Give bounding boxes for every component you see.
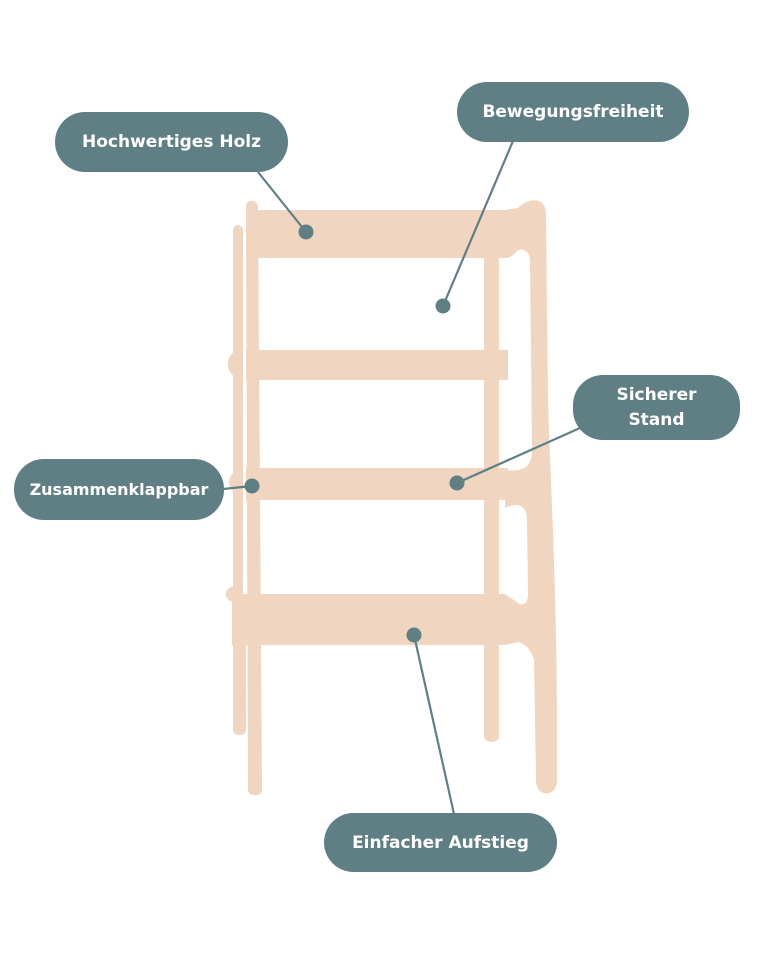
connector-lines — [222, 140, 581, 815]
callout-sicherer-stand: Sicherer Stand — [573, 375, 740, 440]
connector-bewegungsfreiheit — [441, 140, 515, 307]
dot-hochwertiges-holz — [298, 224, 314, 240]
bottom-left-leg — [236, 640, 246, 735]
connector-dots — [244, 224, 465, 643]
step-platform — [232, 594, 528, 645]
left-side-bumps — [225, 350, 237, 604]
callout-einfacher-aufstieg: Einfacher Aufstieg — [324, 813, 557, 872]
connector-sicherer-stand — [456, 426, 581, 485]
learning-tower-illustration — [225, 200, 558, 796]
top-rail — [246, 209, 534, 258]
connector-einfacher-aufstieg — [412, 634, 456, 815]
callout-zusammenklappbar: Zusammenklappbar — [14, 459, 224, 520]
callout-hochwertiges-holz: Hochwertiges Holz — [55, 112, 288, 172]
dot-einfacher-aufstieg — [406, 627, 422, 643]
callout-bewegungsfreiheit: Bewegungsfreiheit — [457, 82, 689, 142]
dot-bewegungsfreiheit — [435, 298, 451, 314]
second-rail — [246, 350, 508, 380]
dot-zusammenklappbar — [244, 478, 260, 494]
third-rail — [246, 468, 508, 500]
connector-hochwertiges-holz — [257, 171, 307, 233]
dot-sicherer-stand — [449, 475, 465, 491]
rear-right-leg — [505, 200, 558, 794]
